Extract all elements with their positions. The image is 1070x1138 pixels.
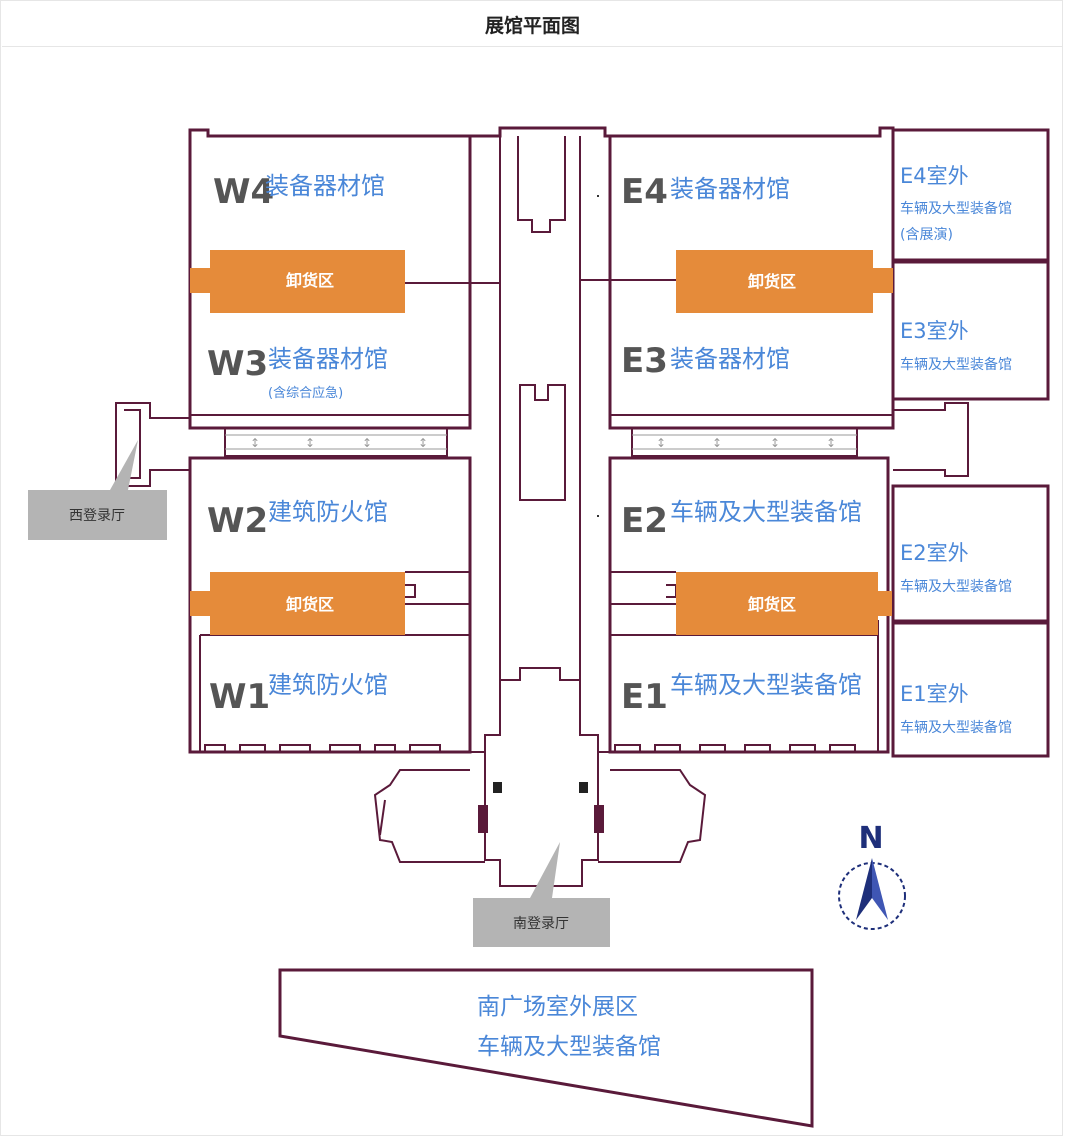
unloading-zone-w-south: 卸货区 xyxy=(190,572,405,635)
registration-label: 西登录厅 xyxy=(69,508,125,524)
stair-icon xyxy=(579,782,588,793)
hall-name: 建筑防火馆 xyxy=(268,671,388,699)
hall-w3[interactable]: W3 装备器材馆 (含综合应急) xyxy=(207,344,388,401)
svg-text:↕: ↕ xyxy=(770,436,780,450)
west-annex xyxy=(115,402,190,487)
registration-label: 南登录厅 xyxy=(513,916,569,932)
outdoor-areas xyxy=(891,128,1050,758)
south-registration[interactable]: 南登录厅 xyxy=(473,842,610,947)
south-plaza[interactable]: 南广场室外展区 车辆及大型装备馆 xyxy=(278,968,814,1128)
hall-code: W2 xyxy=(207,501,268,541)
unloading-zone-e-south: 卸货区 xyxy=(676,572,892,635)
unloading-label: 卸货区 xyxy=(286,271,334,290)
service-marker xyxy=(478,805,488,833)
hall-e1[interactable]: E1 车辆及大型装备馆 xyxy=(621,671,862,717)
hall-e4-e3-outline xyxy=(405,126,895,430)
svg-text:↕: ↕ xyxy=(305,436,315,450)
outdoor-title: E3室外 xyxy=(900,319,969,343)
north-label: N xyxy=(858,821,883,856)
unloading-label: 卸货区 xyxy=(748,595,796,614)
hall-code: E2 xyxy=(621,501,668,541)
outdoor-sub: 车辆及大型装备馆 xyxy=(900,719,1012,736)
outdoor-sub: 车辆及大型装备馆 xyxy=(900,578,1012,595)
hall-e2[interactable]: E2 车辆及大型装备馆 xyxy=(621,498,862,541)
central-spine xyxy=(470,126,610,681)
unloading-label: 卸货区 xyxy=(748,272,796,291)
hall-code: W1 xyxy=(209,677,270,717)
svg-text:↕: ↕ xyxy=(250,436,260,450)
hall-name: 装备器材馆 xyxy=(265,172,385,200)
west-corridor: ↕ ↕ ↕ ↕ xyxy=(224,427,448,457)
hall-code: E3 xyxy=(621,341,668,381)
hall-code: E4 xyxy=(621,172,668,212)
east-annex xyxy=(893,402,969,477)
plaza-title: 南广场室外展区 xyxy=(477,994,638,1020)
svg-text:↕: ↕ xyxy=(712,436,722,450)
hall-w1[interactable]: W1 建筑防火馆 xyxy=(209,671,388,717)
outdoor-e4[interactable]: E4室外 车辆及大型装备馆 (含展演) xyxy=(900,164,1012,243)
hall-code: W4 xyxy=(213,172,274,212)
svg-text:↕: ↕ xyxy=(418,436,428,450)
outdoor-e2[interactable]: E2室外 车辆及大型装备馆 xyxy=(900,541,1012,595)
stair-icon xyxy=(493,782,502,793)
svg-text:↕: ↕ xyxy=(826,436,836,450)
outdoor-title: E2室外 xyxy=(900,541,969,565)
svg-text:↕: ↕ xyxy=(656,436,666,450)
unloading-zone-w-north: 卸货区 xyxy=(190,250,405,313)
hall-name: 装备器材馆 xyxy=(670,175,790,203)
hall-e3[interactable]: E3 装备器材馆 xyxy=(621,341,790,381)
panel-header: 展馆平面图 xyxy=(2,2,1063,47)
service-marker xyxy=(594,805,604,833)
hall-e4[interactable]: E4 装备器材馆 xyxy=(621,172,790,212)
east-corridor: ↕ ↕ ↕ ↕ xyxy=(631,427,858,457)
north-compass-icon: N xyxy=(838,821,906,930)
hall-code: E1 xyxy=(621,677,668,717)
west-registration[interactable]: 西登录厅 xyxy=(28,440,167,540)
svg-text:↕: ↕ xyxy=(362,436,372,450)
hall-name: 车辆及大型装备馆 xyxy=(670,671,862,699)
outdoor-sub: 车辆及大型装备馆 xyxy=(900,200,1012,217)
outdoor-e1[interactable]: E1室外 车辆及大型装备馆 xyxy=(900,682,1012,736)
unloading-label: 卸货区 xyxy=(286,595,334,614)
outdoor-e3[interactable]: E3室外 车辆及大型装备馆 xyxy=(900,319,1012,373)
unloading-zone-e-north: 卸货区 xyxy=(676,250,893,313)
outdoor-title: E4室外 xyxy=(900,164,969,188)
plaza-sub: 车辆及大型装备馆 xyxy=(477,1034,661,1060)
hall-name: 建筑防火馆 xyxy=(268,498,388,526)
hall-name: 装备器材馆 xyxy=(268,345,388,373)
page-title: 展馆平面图 xyxy=(484,14,580,37)
hall-w2[interactable]: W2 建筑防火馆 xyxy=(207,498,388,541)
hall-w4[interactable]: W4 装备器材馆 xyxy=(213,172,385,212)
outdoor-note: (含展演) xyxy=(900,227,953,243)
outdoor-sub: 车辆及大型装备馆 xyxy=(900,356,1012,373)
hall-note: (含综合应急) xyxy=(268,385,343,401)
hall-name: 车辆及大型装备馆 xyxy=(670,498,862,526)
hall-name: 装备器材馆 xyxy=(670,345,790,373)
hall-code: W3 xyxy=(207,344,268,384)
outdoor-title: E1室外 xyxy=(900,682,969,706)
